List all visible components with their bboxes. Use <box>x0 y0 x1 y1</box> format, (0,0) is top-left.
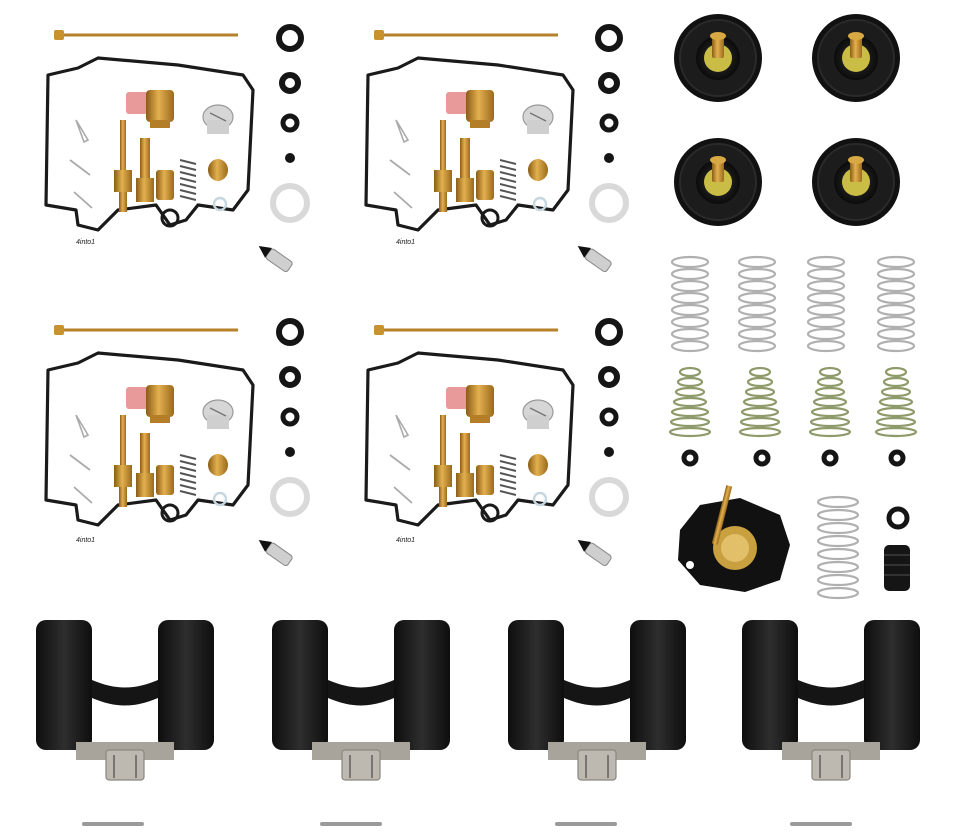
kit-label-2: 4into1 <box>396 239 415 246</box>
rubber-boot-and-o-ring <box>884 506 910 591</box>
kit-label-1: 4into1 <box>76 239 95 246</box>
kit-label-3: 4into1 <box>76 537 95 544</box>
kit-label-4: 4into1 <box>396 537 415 544</box>
small-o-ring-row <box>681 449 906 467</box>
accelerator-diaphragm-3 <box>673 137 763 227</box>
accelerator-pump-spring <box>816 495 860 600</box>
accelerator-diaphragm-4 <box>811 137 901 227</box>
accelerator-pump-diaphragm <box>678 485 790 592</box>
accelerator-diaphragm-2 <box>811 13 901 103</box>
accelerator-diaphragm-1 <box>673 13 763 103</box>
float-pins <box>82 822 852 826</box>
